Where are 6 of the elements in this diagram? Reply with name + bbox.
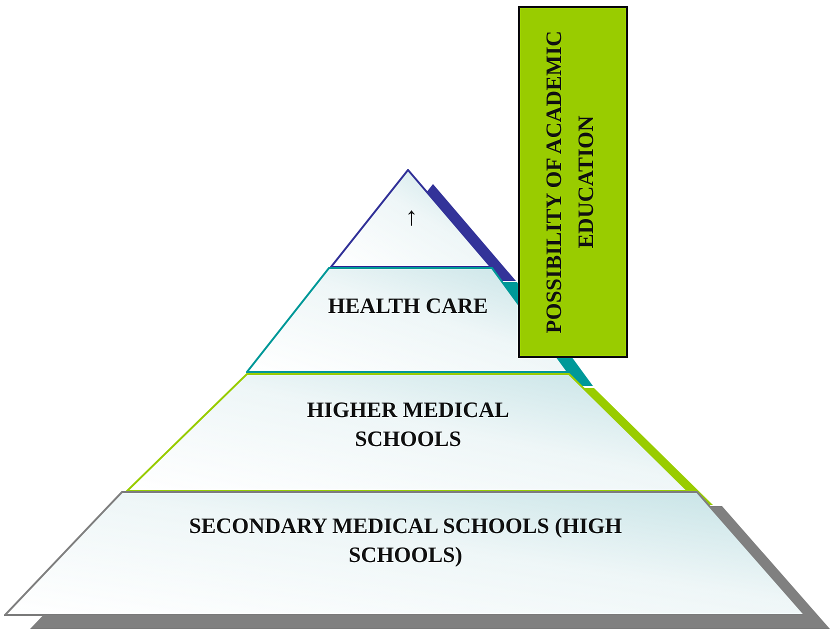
tier-label: HIGHER MEDICAL SCHOOLS (306, 397, 510, 451)
tier-label: SECONDARY MEDICAL SCHOOLS (HIGH SCHOOLS) (189, 513, 622, 567)
banner-label: POSSIBILITY OF ACADEMIC EDUCATION (540, 30, 599, 336)
side-banner (518, 6, 628, 358)
tier-label: HEALTH CARE (328, 293, 488, 318)
tier-label: ↑ (405, 202, 418, 231)
